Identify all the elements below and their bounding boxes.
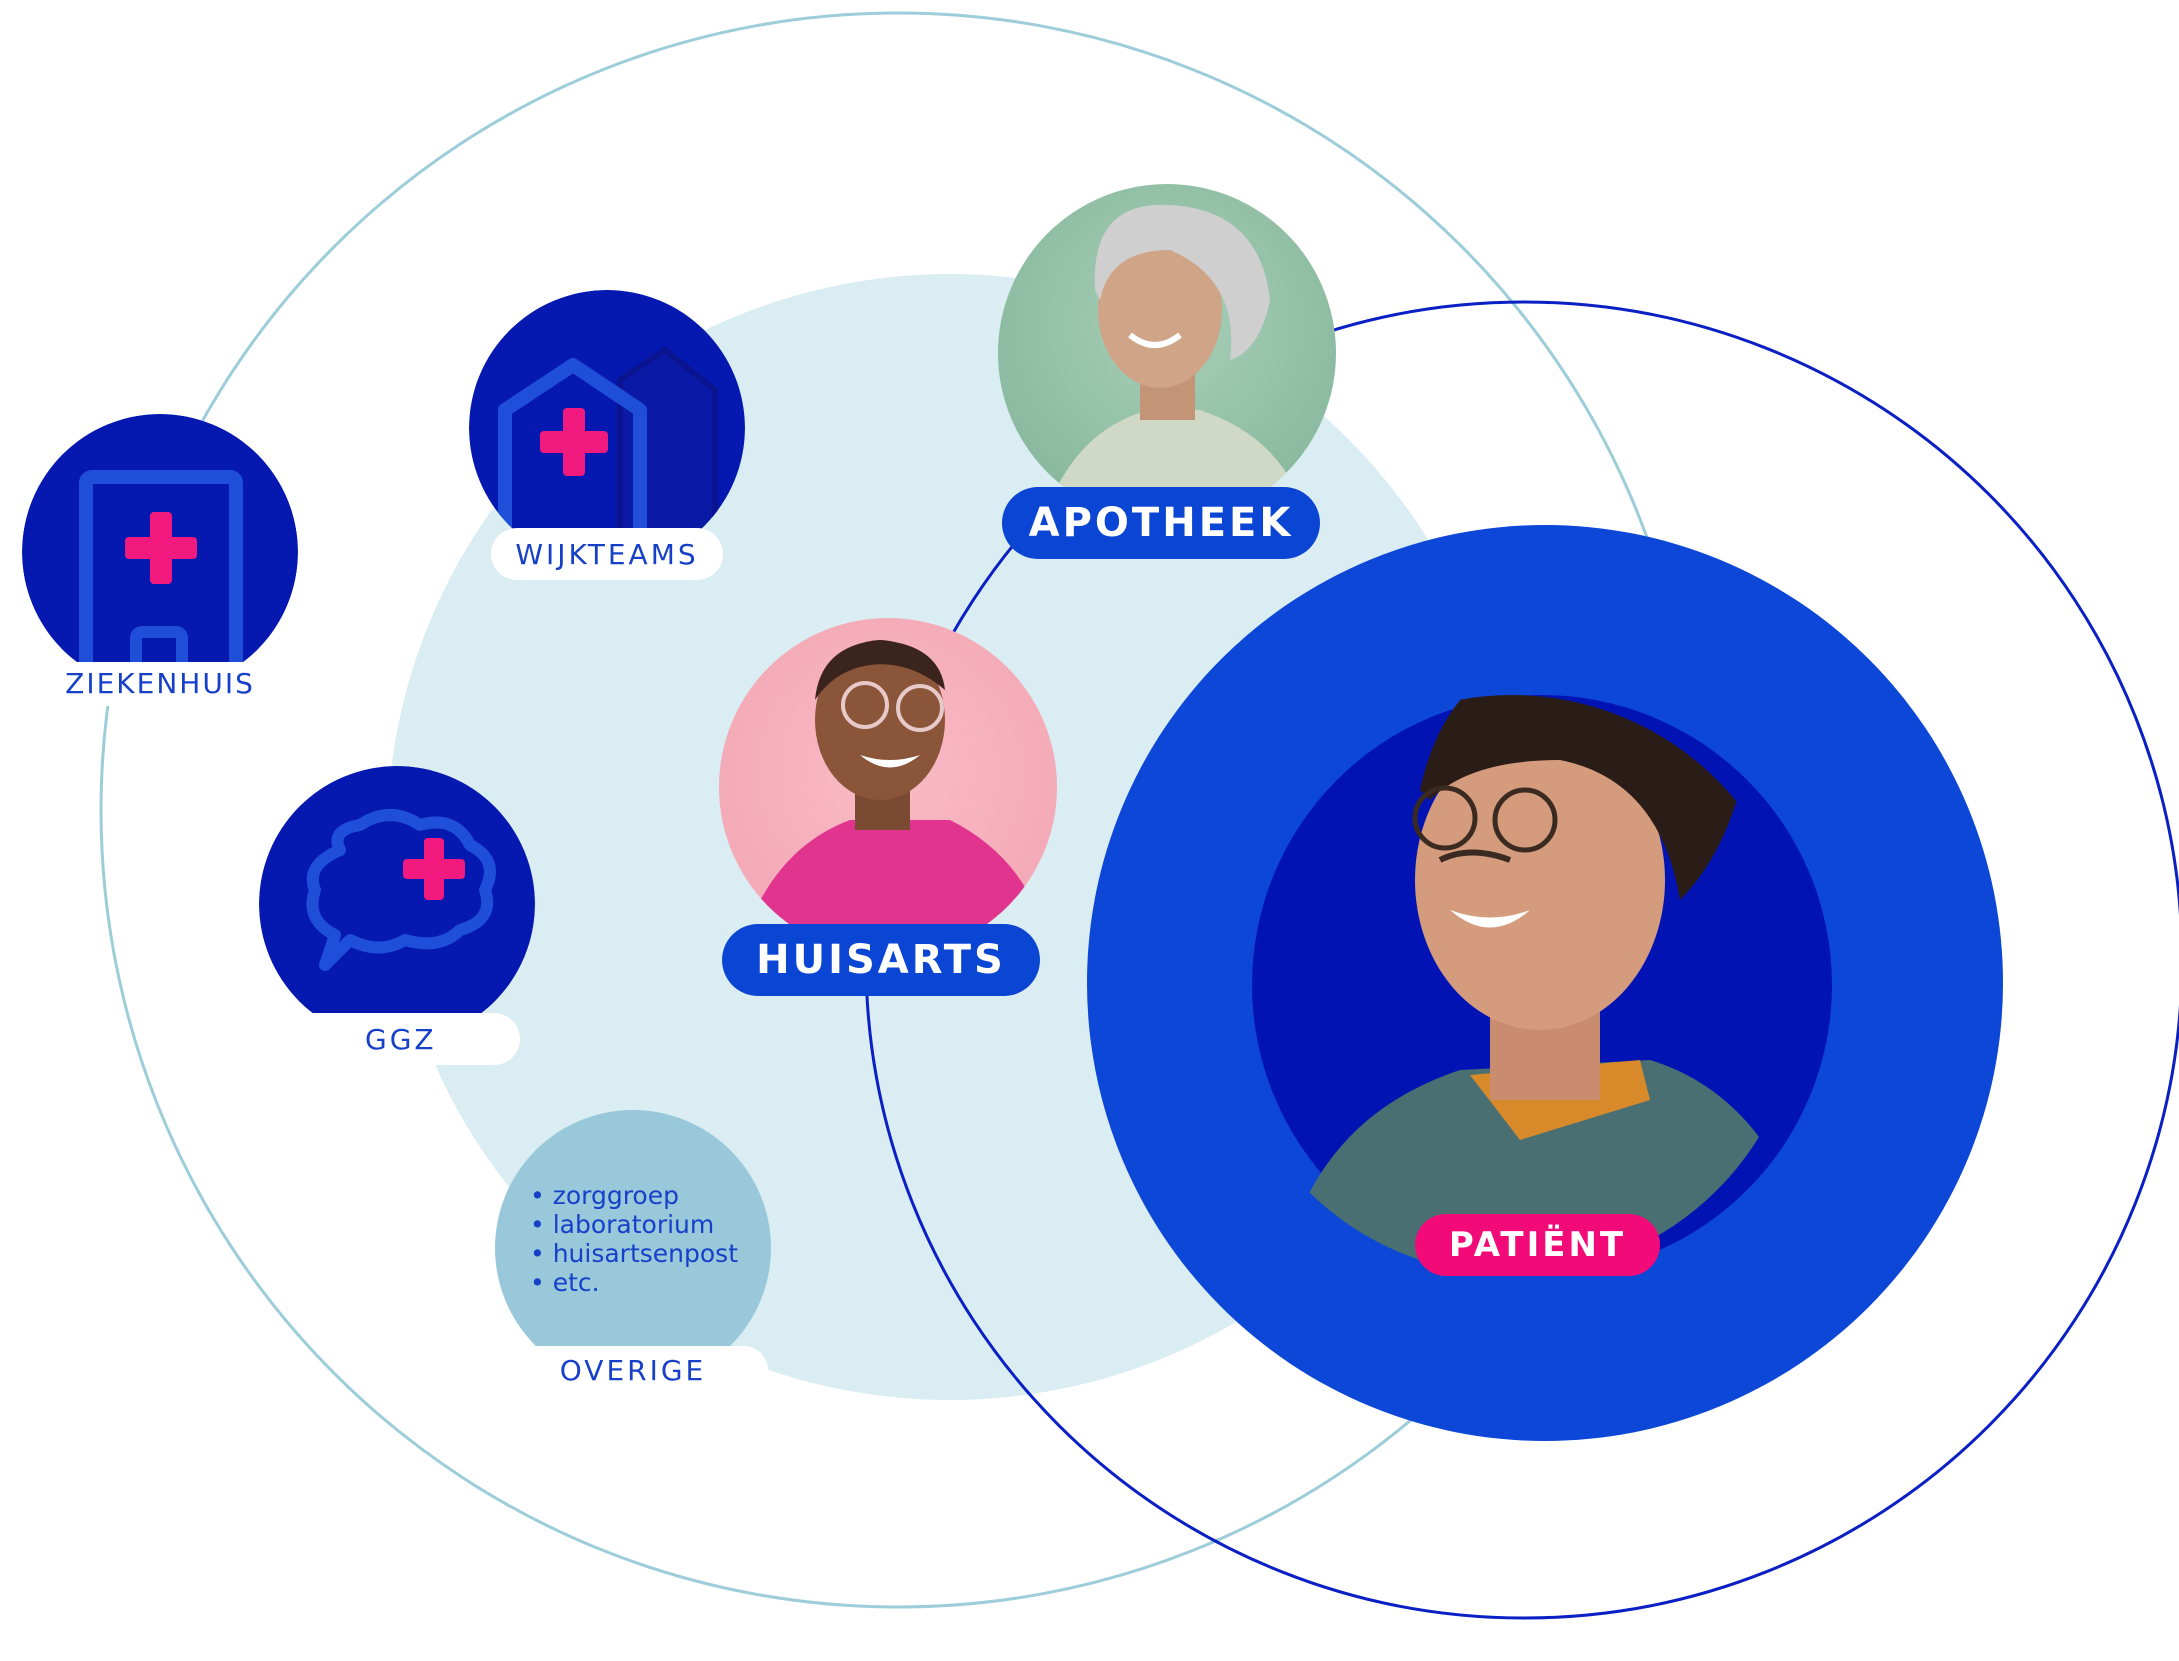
patient-label: PATIËNT — [1415, 1214, 1660, 1276]
huisarts-photo — [719, 618, 1057, 956]
huisarts-label: HUISARTS — [722, 924, 1040, 996]
ggz-label: GGZ — [275, 1013, 520, 1065]
speech-bubbles-icon — [259, 766, 535, 1042]
houses-icon — [469, 290, 745, 566]
list-item: zorggroep — [530, 1181, 738, 1210]
list-item: huisartsenpost — [530, 1239, 738, 1268]
overige-list: zorggroep laboratorium huisartsenpost et… — [530, 1181, 738, 1297]
hospital-building-icon — [22, 414, 298, 690]
list-item: etc. — [530, 1268, 738, 1297]
apotheek-label: APOTHEEK — [1002, 487, 1320, 559]
list-item: laboratorium — [530, 1210, 738, 1239]
overige-label: OVERIGE — [498, 1346, 768, 1394]
ziekenhuis-label: ZIEKENHUIS — [30, 662, 290, 706]
wijkteams-label: WIJKTEAMS — [491, 528, 723, 580]
